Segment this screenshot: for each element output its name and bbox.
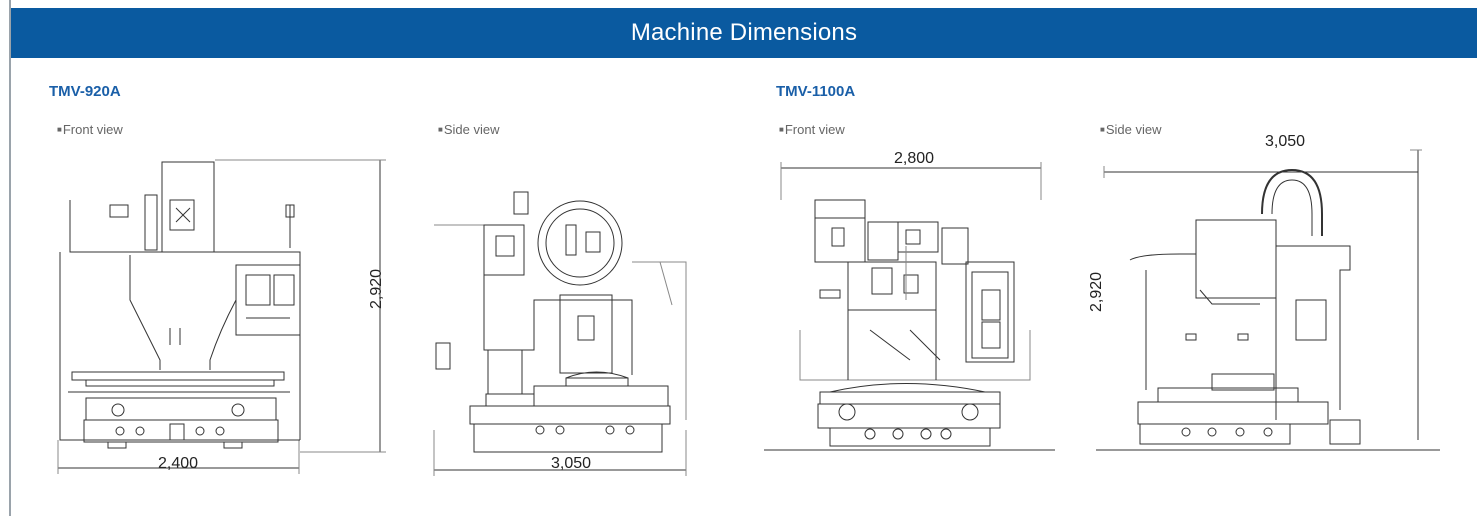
side-view-label-text: Side view <box>1105 122 1162 137</box>
front-view-label-1100: ■Front view <box>779 122 845 137</box>
square-bullet-icon: ■ <box>57 125 62 134</box>
side-view-label-1100: ■Side view <box>1100 122 1161 137</box>
tmv-920a-front-drawing <box>58 160 386 474</box>
header-banner: Machine Dimensions <box>11 8 1477 58</box>
dim-1100-side-width: 3,050 <box>1265 133 1306 150</box>
side-view-label-text: Side view <box>443 122 500 137</box>
tmv-1100a-front-drawing <box>764 162 1055 450</box>
side-view-label-920: ■Side view <box>438 122 499 137</box>
tmv-920a-side-drawing <box>434 192 686 476</box>
dim-1100-front-width: 2,800 <box>894 150 935 167</box>
page-title: Machine Dimensions <box>630 19 858 46</box>
front-view-label-text: Front view <box>784 122 845 137</box>
model-title-tmv-1100a: TMV-1100A <box>776 83 856 100</box>
front-view-label-920: ■Front view <box>57 122 123 137</box>
square-bullet-icon: ■ <box>438 125 443 134</box>
square-bullet-icon: ■ <box>779 125 784 134</box>
left-border-rule <box>9 0 11 516</box>
dim-920-side-width: 3,050 <box>551 455 592 472</box>
tmv-1100a-side-drawing <box>1096 150 1440 450</box>
front-view-label-text: Front view <box>62 122 123 137</box>
model-title-tmv-920a: TMV-920A <box>49 83 121 100</box>
square-bullet-icon: ■ <box>1100 125 1105 134</box>
